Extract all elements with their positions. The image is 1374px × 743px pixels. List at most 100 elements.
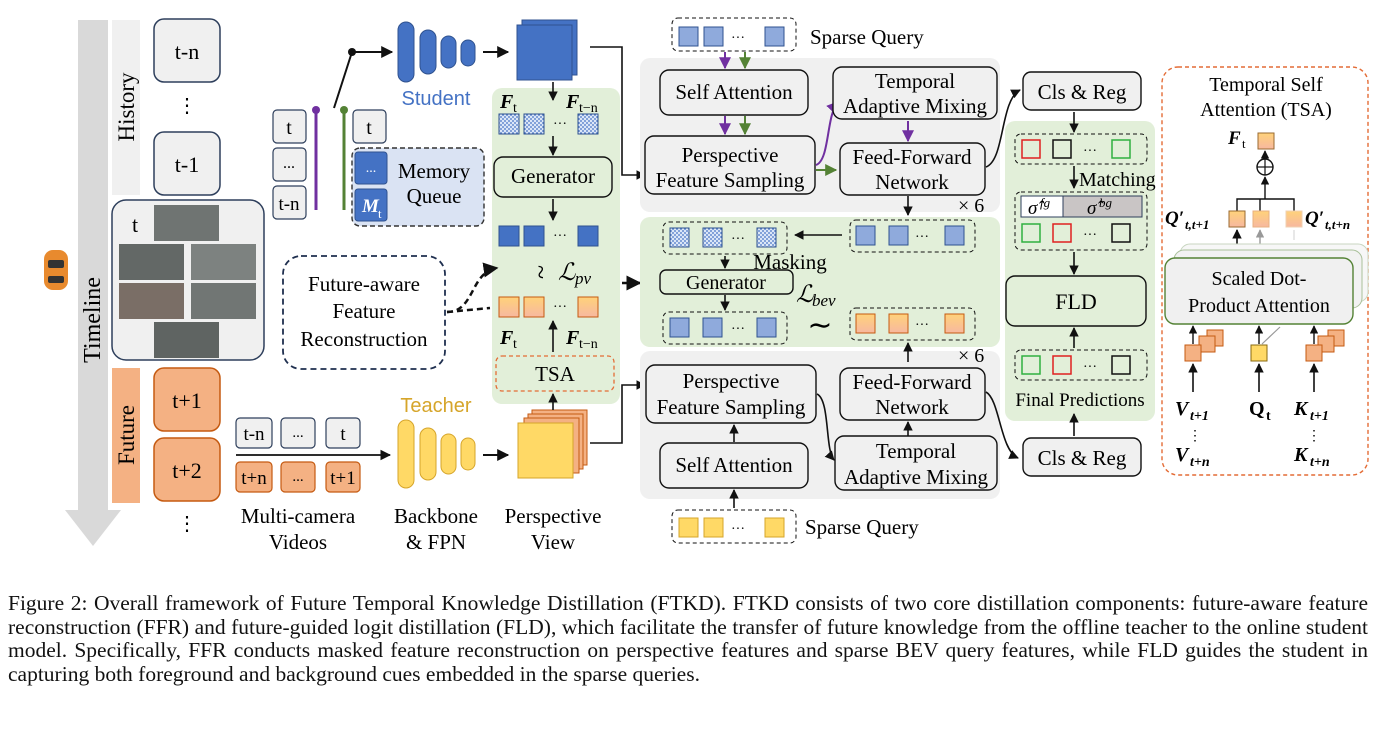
ffn-to-cls-connector — [985, 89, 1021, 168]
student-decoder: ··· Sparse Query Self Attention Perspect… — [640, 17, 1021, 217]
generator-label: Generator — [686, 272, 766, 294]
q-feature — [1252, 210, 1270, 228]
student-input: t ... t-n t ... M t Memory Queue Student — [272, 19, 578, 227]
future-frame-label: t+1 — [172, 388, 202, 413]
teacher-past-frame — [280, 417, 316, 449]
k-last-sub: t+n — [1310, 455, 1330, 470]
sdpa-block — [1164, 257, 1354, 325]
ellipsis: ··· — [915, 230, 929, 245]
prediction-cube-green — [1111, 139, 1131, 159]
query-cube — [855, 225, 876, 246]
v-first-label: V — [1175, 398, 1190, 420]
teacher-label: Teacher — [400, 395, 471, 417]
prediction-cube-red — [1052, 223, 1072, 243]
tsa-ft-label: F — [1227, 128, 1241, 149]
frame-label: ... — [292, 469, 303, 485]
masked-query-cube — [702, 227, 723, 248]
history-frame-t-n — [153, 18, 221, 83]
tsa-output-feature — [1257, 132, 1275, 150]
figure-caption: Figure 2: Overall framework of Future Te… — [8, 591, 1368, 686]
history-ellipsis: ⋮ — [177, 95, 197, 117]
query-cube — [669, 317, 690, 338]
k-last-label: K — [1293, 444, 1309, 466]
sparse-query-label: Sparse Query — [805, 515, 919, 539]
teacher-predictions-group — [1014, 349, 1148, 381]
ffn-to-cls-connector — [985, 391, 1019, 459]
self-attention-label: Self Attention — [675, 453, 793, 477]
ftn-label: F — [565, 91, 580, 113]
ffn-label: Feed-Forward — [853, 145, 972, 169]
prediction-cube-green — [1021, 355, 1041, 375]
k-first-label: K — [1293, 398, 1309, 420]
videos-label: Multi-camera — [241, 504, 356, 528]
teacher-query-cube — [678, 517, 699, 538]
pfs-label: Perspective — [683, 369, 780, 393]
q-last-label: Q′ — [1305, 208, 1324, 229]
tilde-icon: ∼ — [807, 309, 832, 342]
ellipsis: ··· — [915, 318, 929, 333]
student-frame-t-n — [272, 185, 307, 220]
final-predictions-label: Final Predictions — [1015, 390, 1144, 411]
future-ellipsis: ⋮ — [177, 513, 197, 535]
pv-label: Perspective — [505, 504, 602, 528]
merge-lines — [1236, 198, 1295, 211]
repeat-label: × 6 — [958, 195, 984, 217]
ellipsis: ··· — [731, 522, 745, 537]
query-cube — [702, 317, 723, 338]
future-frame-label: t+2 — [172, 458, 202, 483]
query-cube — [944, 225, 965, 246]
bev-generator — [659, 269, 794, 295]
student-pfs — [644, 135, 816, 195]
ffr-label: Feature — [333, 299, 396, 323]
loss-pv-sub: pv — [574, 269, 592, 288]
ffn-label: Feed-Forward — [853, 370, 972, 394]
ellipsis: ··· — [1083, 360, 1097, 375]
sigma-fg-sup: fg — [1040, 195, 1051, 210]
fld-block — [1005, 275, 1147, 327]
ft-label: F — [499, 91, 514, 113]
ftkd-framework-diagram: Timeline History Future t-n ⋮ t-1 t t+1 — [44, 17, 1369, 554]
masked-feature-row: ··· — [498, 113, 599, 135]
teacher-decoder: × 6 Perspective Feature Sampling Self At… — [640, 342, 1019, 544]
camera-image-front-right — [191, 244, 256, 280]
camera-image-back-right — [191, 283, 256, 319]
timeline: Timeline History Future t-n ⋮ t-1 t t+1 — [44, 18, 265, 546]
tsa-title: Attention (TSA) — [1200, 99, 1332, 121]
ftn-label: F — [565, 327, 580, 349]
v-last-sub: t+n — [1190, 455, 1210, 470]
sigma-bg-sup: bg — [1099, 195, 1113, 210]
timeline-arrow-icon — [65, 510, 121, 546]
teacher-query-group — [849, 307, 976, 341]
ffn-label: Network — [875, 170, 949, 194]
ffr-dashed-connector — [446, 262, 499, 314]
teacher-feature-maps — [517, 409, 588, 479]
teacher-query-cube — [855, 313, 876, 334]
ffr-panel: F t F t−n ··· Generator ··· ~ ℒ pv ··· F — [492, 82, 620, 404]
loss-pv-label: ℒ — [558, 260, 576, 286]
current-frame-label: t — [132, 212, 138, 237]
matching-label: Matching — [1079, 169, 1156, 191]
frame-label: ... — [292, 425, 303, 441]
camera-image-front-left — [119, 244, 184, 280]
tsa-detail: Temporal Self Attention (TSA) F t Q′ t,t… — [1161, 66, 1369, 476]
current-frame-panel — [111, 199, 265, 361]
camera-image-back-left — [119, 283, 184, 319]
student-ffn — [839, 142, 986, 196]
prediction-cube-black — [1111, 355, 1131, 375]
ellipsis: ··· — [1083, 228, 1097, 243]
teacher-feature — [523, 296, 545, 318]
switch-node — [348, 48, 356, 56]
masked-feature — [523, 113, 545, 135]
ellipsis: ··· — [553, 117, 567, 132]
fld-panel-bg — [1005, 121, 1155, 421]
sparse-query-label: Sparse Query — [810, 25, 924, 49]
history-frame-t-1 — [153, 131, 221, 196]
videos-label: Videos — [269, 530, 327, 554]
q-first-sub: t,t+1 — [1185, 217, 1209, 232]
teacher-feature-row: ··· — [498, 296, 599, 318]
teacher-ffn — [839, 367, 986, 421]
frame-label: t — [340, 424, 346, 445]
teacher-feature — [577, 296, 599, 318]
student-feature-map — [516, 24, 573, 81]
history-band — [112, 20, 140, 195]
